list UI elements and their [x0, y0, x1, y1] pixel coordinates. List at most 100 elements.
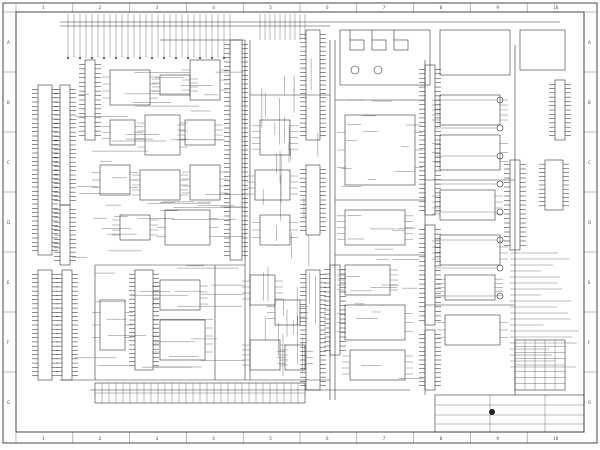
- connector-block: [37, 269, 53, 381]
- relay-block: [344, 114, 416, 186]
- wire-terminal: [91, 57, 93, 59]
- zone-label-bottom: 9: [496, 436, 499, 441]
- relay-block: [164, 209, 211, 246]
- relay-block: [444, 274, 496, 301]
- zone-label-top: 1: [42, 5, 45, 10]
- device-lamp: [496, 264, 504, 272]
- connector-block: [229, 39, 243, 261]
- zone-label-right: B: [588, 100, 591, 105]
- zone-label-right: D: [588, 220, 591, 225]
- title-block: [434, 394, 585, 433]
- zone-label-bottom: 3: [156, 436, 159, 441]
- notes-block: [510, 252, 579, 368]
- zone-label-bottom: 1: [42, 436, 45, 441]
- zone-label-top: 6: [326, 5, 329, 10]
- relay-block: [439, 134, 501, 171]
- relay-block: [249, 274, 276, 306]
- zone-label-bottom: 2: [99, 436, 102, 441]
- relay-block: [159, 74, 191, 96]
- main-bus-lines: [60, 21, 560, 400]
- connector-block: [37, 84, 53, 256]
- relay-block: [99, 164, 131, 196]
- zone-label-bottom: 7: [383, 436, 386, 441]
- zone-label-bottom: 4: [212, 436, 215, 441]
- wire-terminal: [67, 57, 69, 59]
- relay-block: [439, 94, 501, 126]
- wire-terminal: [163, 57, 165, 59]
- relay-block: [284, 344, 306, 371]
- zone-label-left: A: [7, 40, 10, 45]
- relay-block: [159, 319, 206, 361]
- wire-terminal: [139, 57, 141, 59]
- relay-block: [144, 114, 181, 156]
- zone-label-top: 3: [156, 5, 159, 10]
- relay-block: [344, 264, 391, 296]
- relay-block: [184, 119, 216, 146]
- zone-label-bottom: 5: [269, 436, 272, 441]
- zone-label-bottom: 6: [326, 436, 329, 441]
- wire-runs: [67, 14, 508, 379]
- connector-block: [554, 79, 566, 141]
- zone-label-right: A: [588, 40, 591, 45]
- connector-block: [59, 84, 71, 206]
- relay-block: [259, 214, 291, 246]
- relay-block: [109, 69, 151, 106]
- top-right-cluster: [339, 29, 566, 86]
- wire-terminal: [199, 57, 201, 59]
- relay-block: [189, 59, 221, 101]
- relay-block: [439, 189, 496, 221]
- bottom-table: [94, 382, 306, 404]
- relay-block: [439, 234, 501, 266]
- components: [32, 29, 571, 391]
- zone-label-left: E: [7, 280, 10, 285]
- relay-block: [344, 209, 406, 246]
- relay-block: [444, 314, 501, 346]
- wire-terminal: [223, 57, 225, 59]
- wire-terminal: [127, 57, 129, 59]
- relay-block: [119, 214, 151, 241]
- zone-label-left: B: [7, 100, 10, 105]
- connector-block: [544, 159, 564, 211]
- device-lamp: [496, 124, 504, 132]
- wire-terminal: [175, 57, 177, 59]
- relay-block: [109, 119, 136, 146]
- zone-label-left: F: [7, 340, 10, 345]
- connector-block: [424, 64, 436, 216]
- zone-label-top: 5: [269, 5, 272, 10]
- wire-terminal: [115, 57, 117, 59]
- relay-block: [349, 349, 406, 381]
- connector-block: [61, 269, 73, 381]
- relay-block: [99, 299, 126, 351]
- zone-label-left: C: [7, 160, 10, 165]
- relay-block: [254, 169, 291, 201]
- zone-label-right: C: [588, 160, 591, 165]
- relay-block: [139, 169, 181, 201]
- device-lamp: [496, 180, 504, 188]
- zone-label-left: G: [7, 400, 10, 405]
- wire-terminal: [151, 57, 153, 59]
- wire-terminal: [211, 57, 213, 59]
- connector-block: [134, 269, 154, 371]
- zone-label-bottom: 8: [440, 436, 443, 441]
- zone-label-bottom: 10: [553, 436, 559, 441]
- connector-block: [84, 59, 96, 141]
- zone-label-top: 2: [99, 5, 102, 10]
- zone-label-top: 4: [212, 5, 215, 10]
- connector-block: [305, 164, 321, 236]
- zone-label-right: E: [588, 280, 591, 285]
- zone-label-top: 7: [383, 5, 386, 10]
- zone-label-top: 9: [496, 5, 499, 10]
- connector-block: [305, 29, 321, 141]
- zone-label-right: F: [588, 340, 591, 345]
- zone-label-top: 10: [553, 5, 559, 10]
- connector-block: [424, 224, 436, 326]
- relay-block: [274, 299, 301, 326]
- wire-terminal: [103, 57, 105, 59]
- relay-block: [249, 339, 281, 371]
- zone-label-right: G: [588, 400, 591, 405]
- connector-block: [59, 204, 71, 266]
- zone-label-left: D: [7, 220, 10, 225]
- connector-block: [424, 329, 436, 391]
